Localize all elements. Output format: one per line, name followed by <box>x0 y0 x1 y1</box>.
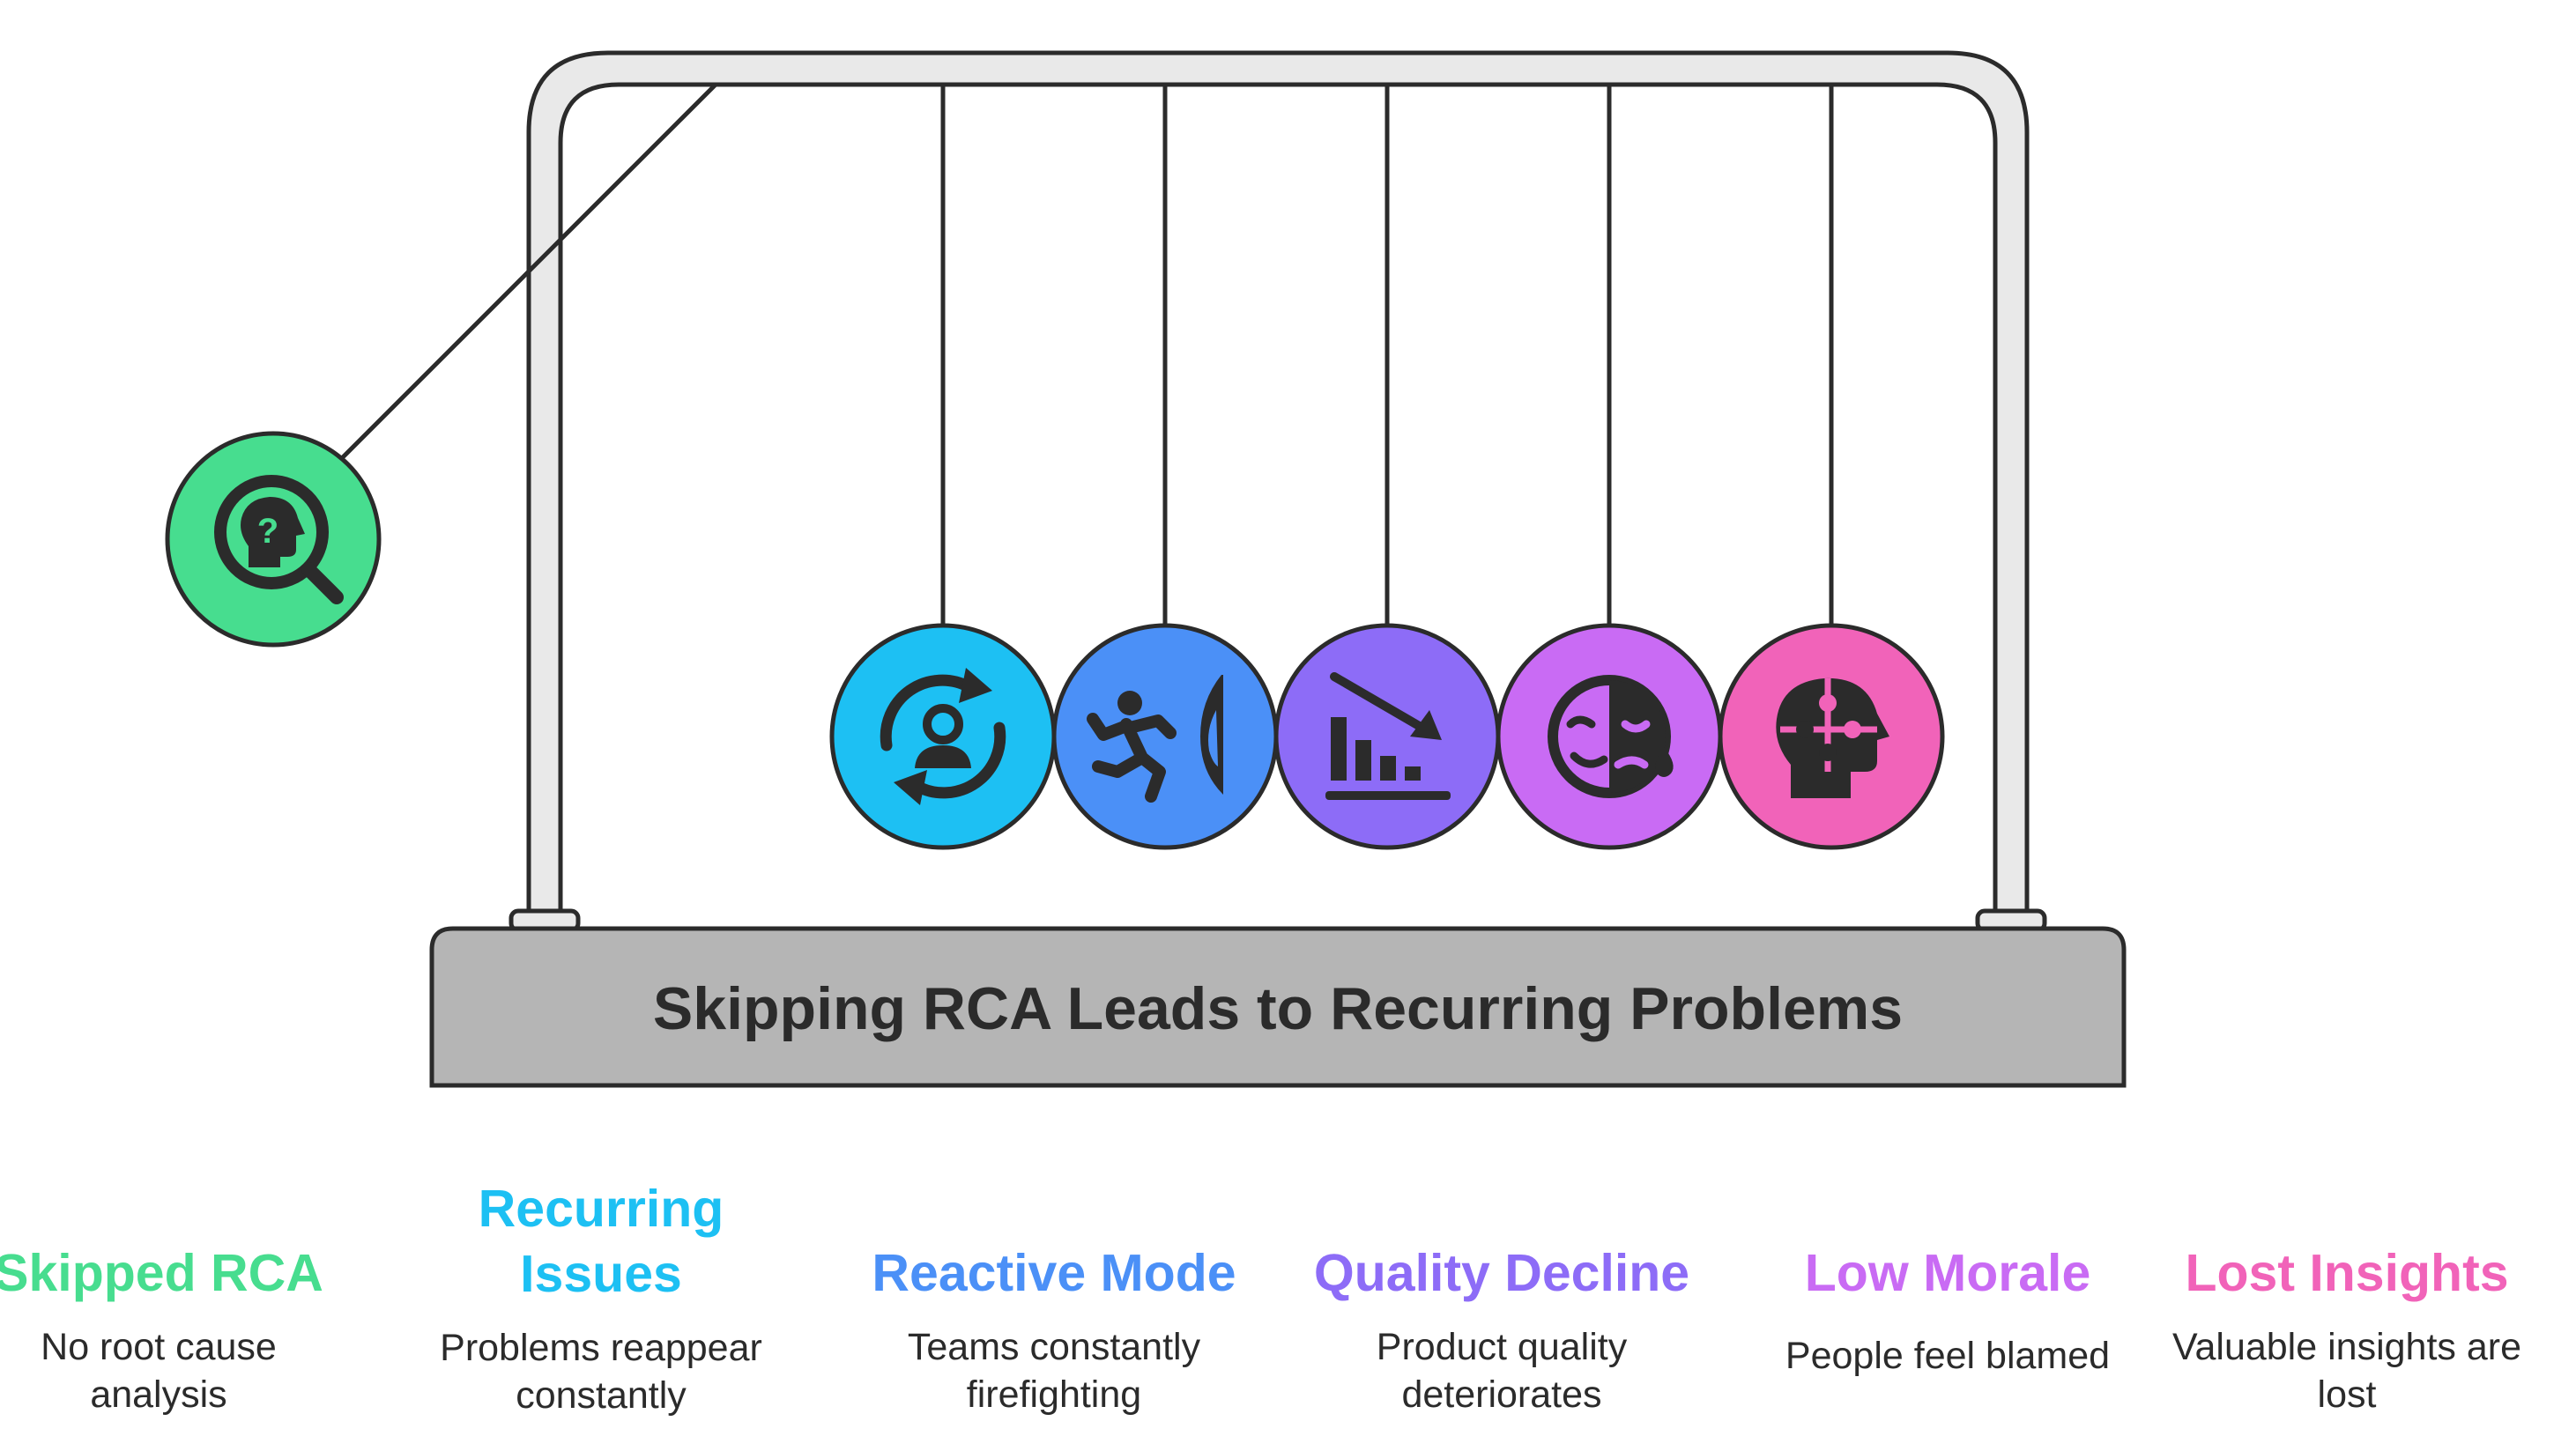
label-lost-insights: Lost Insights Valuable insights are lost <box>2118 1240 2576 1418</box>
label-desc: Product quality deteriorates <box>1376 1326 1628 1416</box>
label-title: Low Morale <box>1804 1244 2091 1302</box>
cradle-base <box>429 926 2127 1088</box>
ball-quality <box>1273 623 1501 850</box>
label-title: Skipped RCA <box>0 1244 323 1302</box>
ball-insights <box>1718 623 1945 850</box>
svg-text:?: ? <box>257 512 278 551</box>
declining-bar-chart-icon <box>1325 672 1451 800</box>
label-title: Recurring Issues <box>478 1180 724 1303</box>
ball-skipped: ? <box>165 431 382 648</box>
person-cycle-arrows-icon <box>880 668 1006 805</box>
label-title: Lost Insights <box>2185 1244 2509 1302</box>
cradle-frame <box>526 50 2030 928</box>
sad-happy-face-icon <box>1548 675 1674 798</box>
label-desc: People feel blamed <box>1785 1335 2111 1377</box>
diagram-title: Skipping RCA Leads to Recurring Problems <box>652 975 1904 1042</box>
label-desc: Problems reappear constantly <box>440 1327 762 1417</box>
label-desc: No root cause analysis <box>41 1326 277 1416</box>
label-quality-decline: Quality Decline Product quality deterior… <box>1273 1240 1731 1418</box>
head-question-magnifier-icon: ? <box>214 475 344 604</box>
running-person-fire-icon <box>1087 675 1223 803</box>
label-title: Quality Decline <box>1313 1244 1690 1302</box>
label-skipped-rca: Skipped RCA No root cause analysis <box>0 1240 388 1418</box>
ball-recurring <box>829 623 1057 850</box>
label-desc: Teams constantly firefighting <box>907 1326 1201 1416</box>
ball-reactive <box>1051 623 1279 850</box>
head-puzzle-icon <box>1776 677 1889 798</box>
label-desc: Valuable insights are lost <box>2171 1326 2521 1416</box>
ball-morale <box>1496 623 1723 850</box>
label-reactive-mode: Reactive Mode Teams constantly firefight… <box>825 1240 1283 1418</box>
string-skipped <box>331 83 717 469</box>
label-title: Reactive Mode <box>872 1244 1236 1302</box>
label-recurring-issues: Recurring Issues Problems reappear const… <box>372 1176 830 1419</box>
label-low-morale: Low Morale People feel blamed <box>1719 1240 2177 1380</box>
